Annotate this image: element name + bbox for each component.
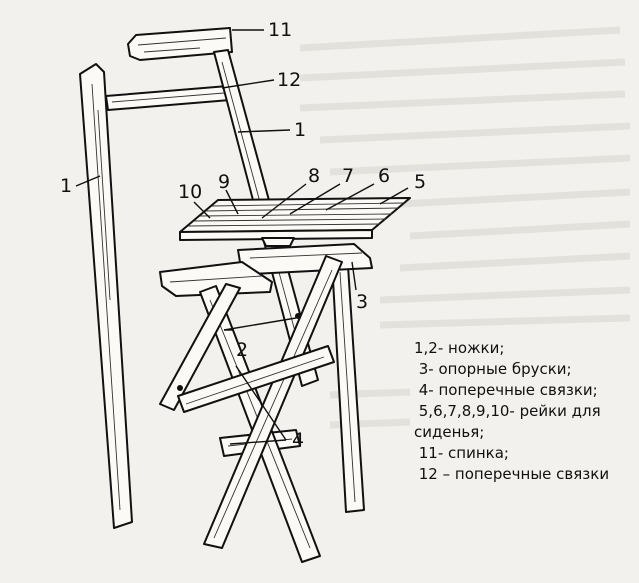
callout-3: 3 [356,291,368,313]
back-crossbar-12 [105,85,231,111]
legend-item-slats-cont: сиденья; [414,423,485,441]
callout-7: 7 [342,165,354,187]
callout-12: 12 [277,69,301,91]
leg-x-c [159,283,241,411]
callout-10: 10 [178,181,202,203]
callout-11: 11 [268,19,292,41]
callout-5: 5 [414,171,426,193]
callout-2: 2 [236,339,248,361]
callout-1-back: 1 [294,119,306,141]
legend-item-legs: 1,2- ножки; [414,339,505,357]
legend-item-back-crossbars: 12 – поперечные связки [414,465,610,483]
callout-4: 4 [292,429,304,451]
backrest-11 [127,27,233,61]
crossbar-4-front [177,313,335,413]
callout-6: 6 [378,165,390,187]
seat [179,197,411,247]
legend-item-support-bars: 3- опорные бруски; [414,360,572,378]
legend-item-slats: 5,6,7,8,9,10- рейки для [414,402,601,420]
parts-legend: 1,2- ножки; 3- опорные бруски; 4- попере… [414,338,636,485]
callout-8: 8 [308,165,320,187]
callouts: 11 12 1 1 10 9 8 7 6 5 3 2 4 [60,19,426,451]
leg-x-b [203,255,343,549]
leg-front-left [79,63,133,529]
callout-1-front: 1 [60,175,72,197]
leader-lines [75,29,409,445]
legend-item-backrest: 11- спинка; [414,444,509,462]
legend-item-crossbars: 4- поперечные связки; [414,381,598,399]
callout-9: 9 [218,171,230,193]
